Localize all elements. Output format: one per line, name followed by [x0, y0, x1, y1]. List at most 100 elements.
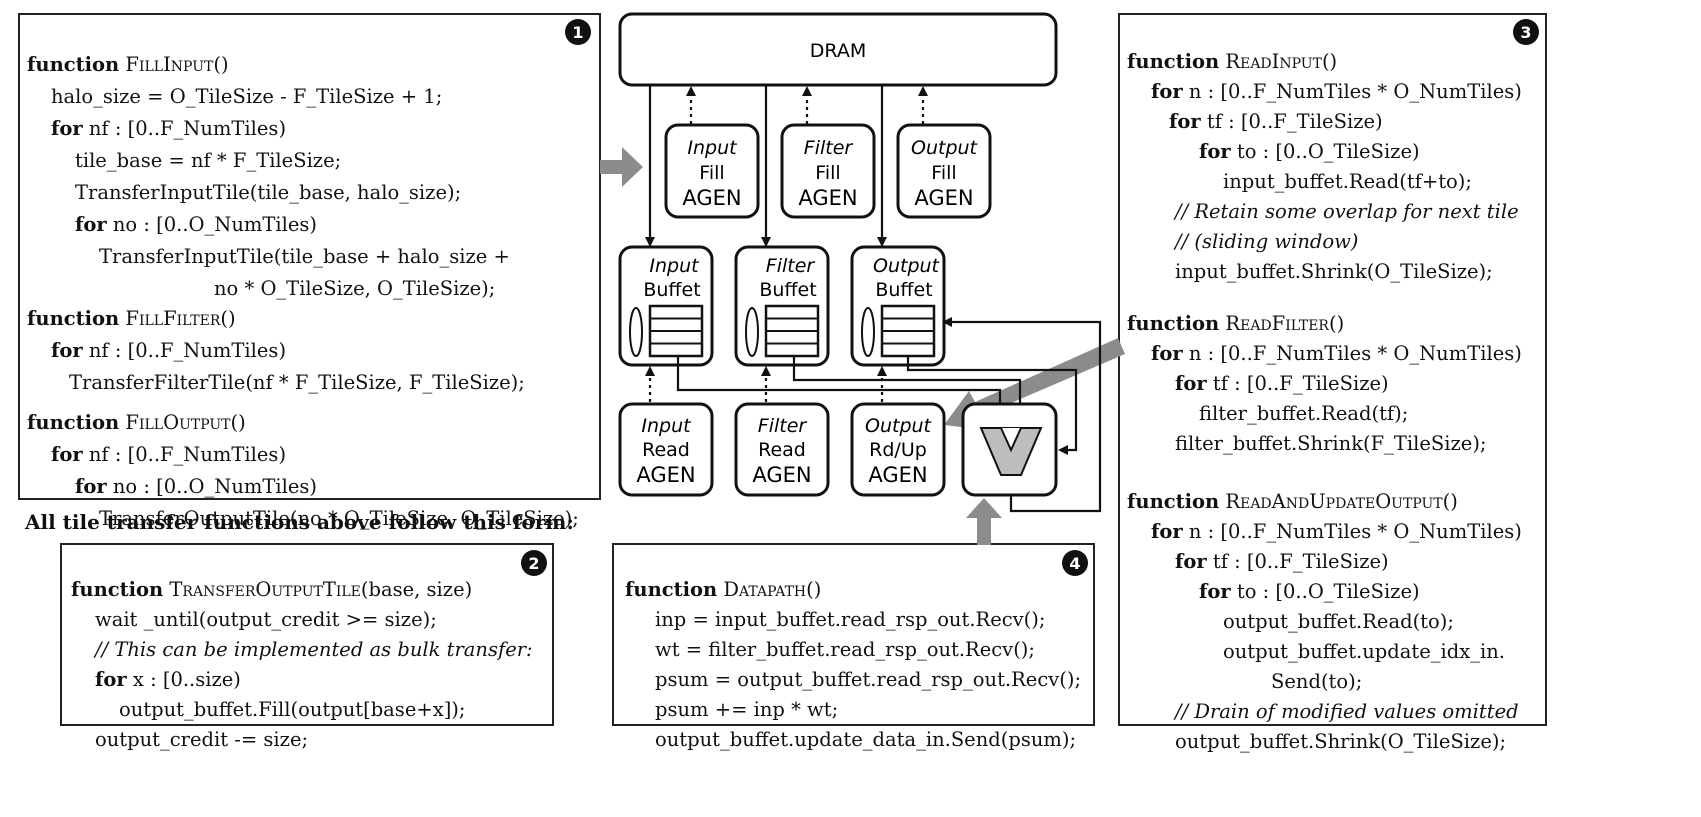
datapath-code: function Datapath() inp = input_buffet.re…	[625, 545, 1081, 815]
datapath-panel: 4 function Datapath() inp = input_buffet.…	[612, 543, 1095, 751]
code-line: psum = output_buffet.read_rsp_out.Recv()…	[655, 668, 1082, 691]
panel-number-4: 4	[1062, 550, 1088, 576]
read-agen-label: AGEN	[868, 463, 927, 487]
transfer-output-tile-code: function TransferOutputTile(base, size) w…	[71, 545, 533, 815]
fill-agen-label: Fill	[699, 162, 724, 184]
code-line: filter_buffet.Shrink(F_TileSize);	[1175, 432, 1487, 455]
read-agen-block	[618, 402, 714, 497]
code-line: input_buffet.Shrink(O_TileSize);	[1175, 260, 1493, 283]
buffet-label: Buffet	[643, 279, 700, 301]
code-line: for to : [0..O_TileSize)	[1199, 140, 1420, 163]
buffet-storage-icon	[880, 304, 936, 358]
code-line: for nf : [0..F_NumTiles)	[51, 443, 287, 466]
code-line: inp = input_buffet.read_rsp_out.Recv();	[655, 608, 1046, 631]
code-line: function TransferOutputTile(base, size)	[71, 578, 473, 601]
code-line: tile_base = nf * F_TileSize;	[75, 149, 342, 172]
code-line: // (sliding window)	[1175, 230, 1359, 253]
mac-unit-icon	[979, 427, 1043, 476]
fill-agen-label: Filter	[804, 137, 854, 159]
mac-unit-block	[961, 402, 1058, 497]
code-line: for nf : [0..F_NumTiles)	[51, 117, 287, 140]
fill-panel-arrow	[600, 147, 643, 187]
buffet-credit-icon	[745, 307, 759, 357]
code-line: function Datapath()	[625, 578, 822, 601]
code-line: // This can be implemented as bulk trans…	[95, 638, 533, 661]
datapath-panel-arrow	[966, 498, 1002, 545]
code-line: for tf : [0..F_TileSize)	[1169, 110, 1383, 133]
code-line: function ReadInput()	[1127, 50, 1338, 73]
read-update-output-code: function ReadAndUpdateOutput() for n : [0…	[1127, 457, 1522, 817]
fill-agen-label: AGEN	[798, 186, 857, 210]
buffet-label: Buffet	[759, 279, 816, 301]
code-line: for n : [0..F_NumTiles * O_NumTiles)	[1151, 342, 1522, 365]
panel-link-arrows	[600, 147, 1125, 545]
code-line: for nf : [0..F_NumTiles)	[51, 339, 287, 362]
fill-agen-label: Input	[687, 137, 738, 159]
code-line: psum += inp * wt;	[655, 698, 839, 721]
code-line: output_credit -= size;	[95, 728, 309, 751]
fill-agen-label: Output	[911, 137, 979, 159]
fill-functions-panel: 1 function FillInput()halo_size = O_Tile…	[18, 13, 601, 530]
code-line: TransferInputTile(tile_base, halo_size);	[75, 181, 462, 204]
buffet-block	[734, 245, 830, 367]
code-line: TransferInputTile(tile_base + halo_size …	[99, 245, 510, 268]
code-line: input_buffet.Read(tf+to);	[1223, 170, 1472, 193]
code-line: for n : [0..F_NumTiles * O_NumTiles)	[1151, 520, 1522, 543]
fill-output-code: function FillOutput() for nf : [0..F_NumT…	[27, 375, 579, 599]
dram-label: DRAM	[810, 40, 866, 62]
read-agen-label: Read	[758, 439, 806, 461]
code-line: halo_size = O_TileSize - F_TileSize + 1;	[51, 85, 443, 108]
read-filter-code: function ReadFilter()for n : [0..F_NumTi…	[1127, 279, 1522, 519]
fill-agen-label: Fill	[815, 162, 840, 184]
code-line: for x : [0..size)	[95, 668, 241, 691]
fill-input-code: function FillInput()halo_size = O_TileSi…	[27, 17, 510, 369]
buffet-label: Input	[649, 255, 700, 277]
code-line: output_buffet.update_data_in.Send(psum);	[655, 728, 1077, 751]
read-agen-label: Output	[865, 415, 933, 437]
code-line: wait _until(output_credit >= size);	[95, 608, 437, 631]
panel-number-1: 1	[565, 19, 591, 45]
code-line: function FillOutput()	[27, 411, 246, 434]
code-line: function ReadAndUpdateOutput()	[1127, 490, 1458, 513]
code-line: // Retain some overlap for next tile	[1175, 200, 1519, 223]
code-line: no * O_TileSize, O_TileSize);	[214, 277, 496, 300]
buffet-block	[618, 245, 714, 367]
code-line: output_buffet.Read(to);	[1223, 610, 1454, 633]
read-input-code: function ReadInput() for n : [0..F_NumTil…	[1127, 17, 1522, 347]
buffet-block	[850, 245, 946, 367]
code-line: output_buffet.Shrink(O_TileSize);	[1175, 730, 1507, 753]
fill-agen-block	[664, 123, 760, 219]
read-functions-panel: 3 function ReadInput()for n : [0..F_NumT…	[1118, 13, 1547, 753]
fill-filter-code: function FillFilter() for nf : [0..F_NumT…	[27, 271, 525, 463]
buffet-storage-icon	[648, 304, 704, 358]
fill-agen-label: Fill	[931, 162, 956, 184]
code-line: for tf : [0..F_TileSize)	[1175, 550, 1389, 573]
code-line: for no : [0..O_NumTiles)	[75, 475, 318, 498]
transfer-caption: All tile transfer functions above follow…	[25, 510, 574, 534]
code-line: for no : [0..O_NumTiles)	[75, 213, 318, 236]
buffet-storage-icon	[764, 304, 820, 358]
code-line: filter_buffet.Read(tf);	[1199, 402, 1409, 425]
fill-agen-label: AGEN	[682, 186, 741, 210]
buffet-credit-icon	[861, 307, 875, 357]
filter-buffet-to-mac-wire	[792, 356, 1025, 422]
mac-to-output-buffet-wire	[942, 317, 1102, 513]
code-line: for n : [0..F_NumTiles * O_NumTiles)	[1151, 80, 1522, 103]
code-line: output_buffet.update_idx_in.	[1223, 640, 1505, 663]
fill-agen-label: AGEN	[914, 186, 973, 210]
code-line: wt = filter_buffet.read_rsp_out.Recv();	[655, 638, 1035, 661]
buffet-label: Filter	[766, 255, 816, 277]
output-buffet-to-mac-wire	[906, 356, 1078, 455]
read-agen-label: Rd/Up	[869, 439, 927, 461]
read-agen-block	[850, 402, 946, 497]
code-line: TransferOutputTile(no * O_TileSize, O_Ti…	[99, 507, 579, 530]
read-agen-block	[734, 402, 830, 497]
code-line: for to : [0..O_TileSize)	[1199, 580, 1420, 603]
code-line: // Drain of modified values omitted	[1175, 700, 1519, 723]
code-line: TransferFilterTile(nf * F_TileSize, F_Ti…	[69, 371, 525, 394]
code-line: Send(to);	[1271, 670, 1363, 693]
code-line: output_buffet.Fill(output[base+x]);	[119, 698, 466, 721]
fill-agen-block	[780, 123, 876, 219]
code-line: function FillFilter()	[27, 307, 236, 330]
buffet-label: Output	[873, 255, 941, 277]
